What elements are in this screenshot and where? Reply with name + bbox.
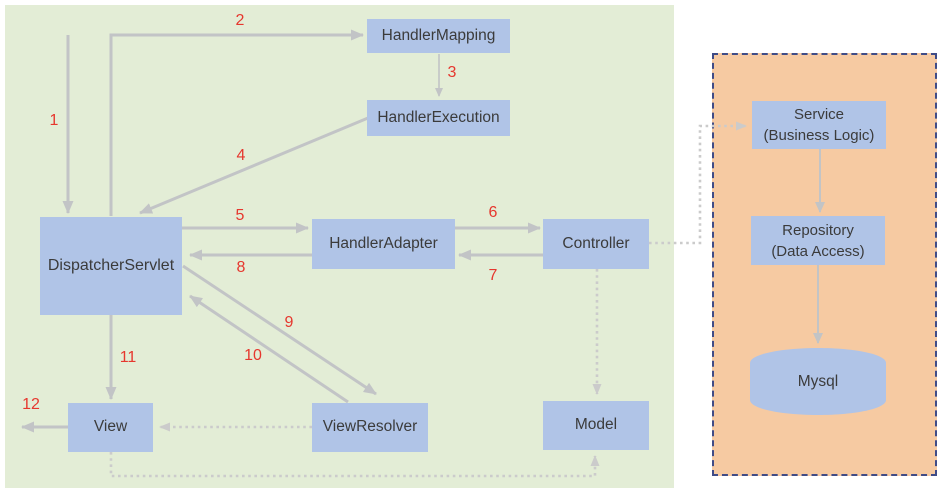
node-dispatcher-servlet: DispatcherServlet xyxy=(40,217,182,315)
step-label-7: 7 xyxy=(488,267,498,284)
node-view-resolver-label: ViewResolver xyxy=(322,418,418,436)
step-label-5: 5 xyxy=(235,207,245,224)
step-label-4: 4 xyxy=(236,147,246,164)
step-label-6: 6 xyxy=(488,204,498,221)
step-label-9: 9 xyxy=(284,314,294,331)
node-service-label: Service xyxy=(793,106,845,123)
node-controller-label: Controller xyxy=(562,234,630,252)
step-label-10: 10 xyxy=(244,347,262,364)
step-label-12: 12 xyxy=(22,396,40,413)
node-view: View xyxy=(68,403,153,452)
step-label-11: 11 xyxy=(119,349,137,366)
step-label-8: 8 xyxy=(236,259,246,276)
node-mysql-label: Mysql xyxy=(797,372,839,390)
step-label-3: 3 xyxy=(447,64,457,81)
step-label-2: 2 xyxy=(235,12,245,29)
node-handler-mapping-label: HandlerMapping xyxy=(381,26,496,44)
node-controller: Controller xyxy=(543,219,649,269)
node-handler-mapping: HandlerMapping xyxy=(367,19,510,53)
node-handler-execution-label: HandlerExecution xyxy=(377,108,500,126)
node-handler-adapter-label: HandlerAdapter xyxy=(329,234,438,252)
node-handler-execution: HandlerExecution xyxy=(367,100,510,136)
node-mysql: Mysql xyxy=(750,348,886,415)
node-repository-sublabel: (Data Access) xyxy=(771,242,865,260)
database-cylinder-icon xyxy=(750,348,886,415)
node-handler-adapter: HandlerAdapter xyxy=(312,219,455,269)
node-view-resolver: ViewResolver xyxy=(312,403,428,452)
node-model: Model xyxy=(543,401,649,450)
node-model-label: Model xyxy=(574,416,618,434)
node-dispatcher-servlet-label: DispatcherServlet xyxy=(47,256,175,274)
step-label-1: 1 xyxy=(49,112,59,129)
node-view-label: View xyxy=(93,418,128,436)
node-service-sublabel: (Business Logic) xyxy=(763,127,875,144)
node-repository: Repository (Data Access) xyxy=(751,216,885,265)
node-service: Service (Business Logic) xyxy=(752,101,886,149)
node-repository-label: Repository xyxy=(782,221,854,239)
